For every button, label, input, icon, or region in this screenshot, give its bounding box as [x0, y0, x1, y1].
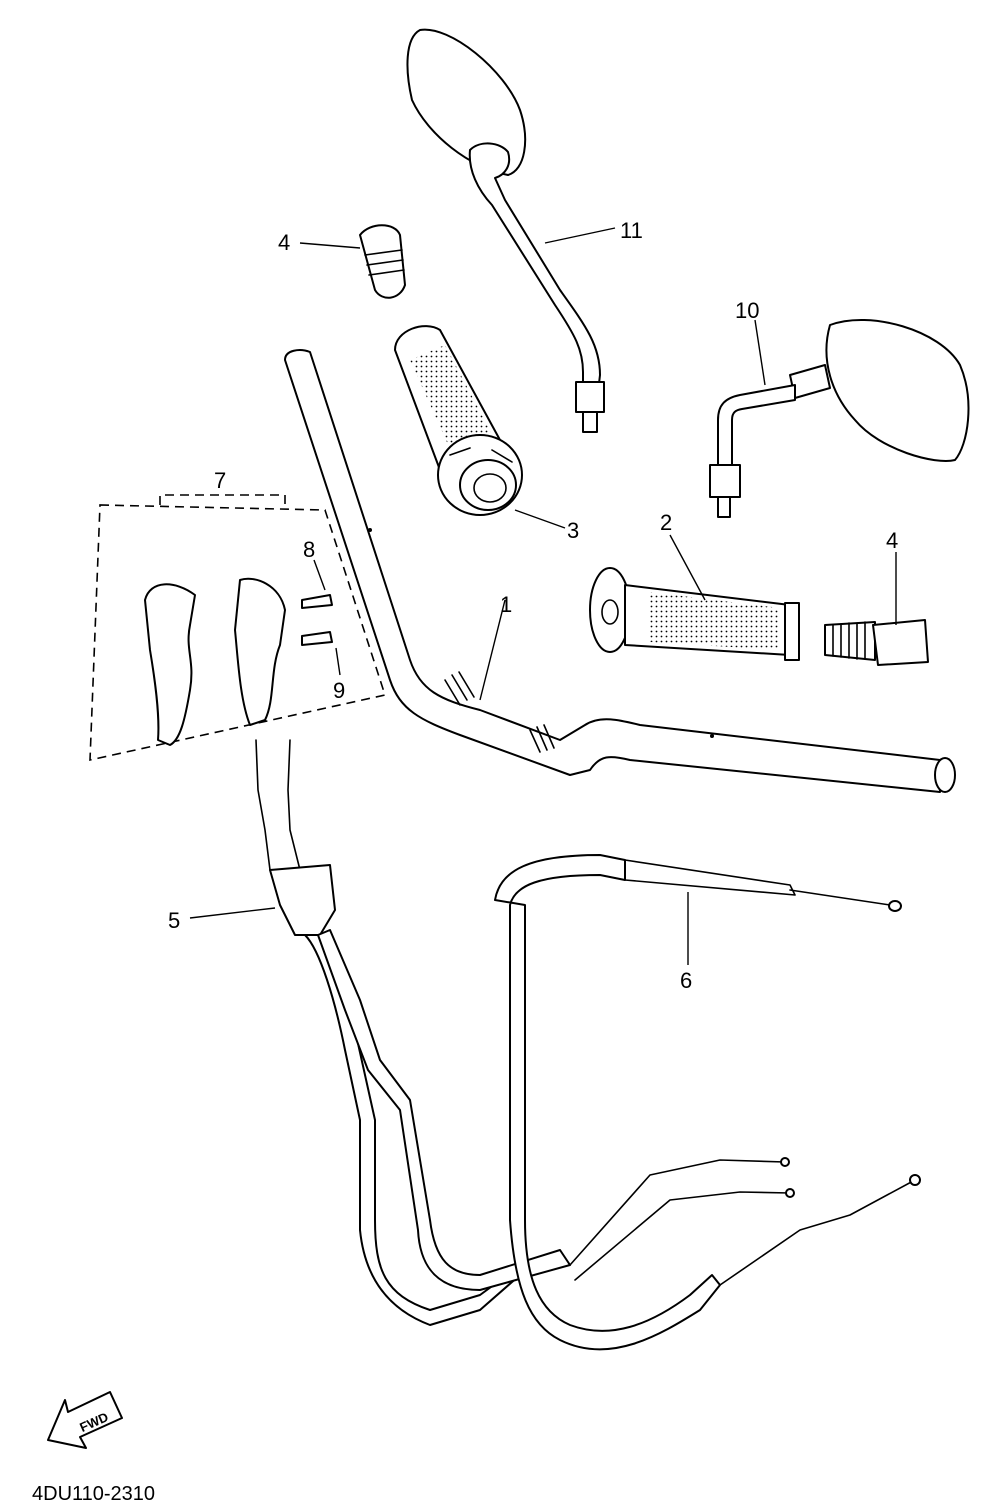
callout-1: 1	[500, 592, 512, 617]
grip-left-part	[394, 325, 523, 516]
callout-8: 8	[303, 537, 315, 562]
throttle-housing-group	[89, 494, 387, 762]
callout-6: 6	[680, 968, 692, 993]
callout-numbers: 1 2 3 4 4 5 6 7 8 9 10 11	[168, 218, 898, 993]
callout-9: 9	[333, 678, 345, 703]
drawing-code: 4DU110-2310	[32, 1483, 155, 1505]
callout-4-top: 4	[278, 230, 290, 255]
callout-10: 10	[735, 298, 759, 323]
leader-lines	[189, 227, 897, 965]
callout-2: 2	[660, 510, 672, 535]
callout-3: 3	[567, 518, 579, 543]
callout-11: 11	[620, 218, 643, 243]
cables-part	[255, 739, 921, 1351]
bar-end-weight-right-part	[824, 619, 929, 666]
grip-right-part	[589, 567, 800, 661]
callout-7: 7	[214, 468, 226, 493]
handlebar-part	[284, 349, 956, 793]
bar-end-weight-top-part	[359, 224, 406, 299]
callout-4-right: 4	[886, 528, 898, 553]
mirror-right-part	[709, 318, 970, 518]
forward-direction-arrow: FWD	[47, 1391, 123, 1449]
mirror-left-part	[406, 28, 605, 433]
callout-5: 5	[168, 908, 180, 933]
